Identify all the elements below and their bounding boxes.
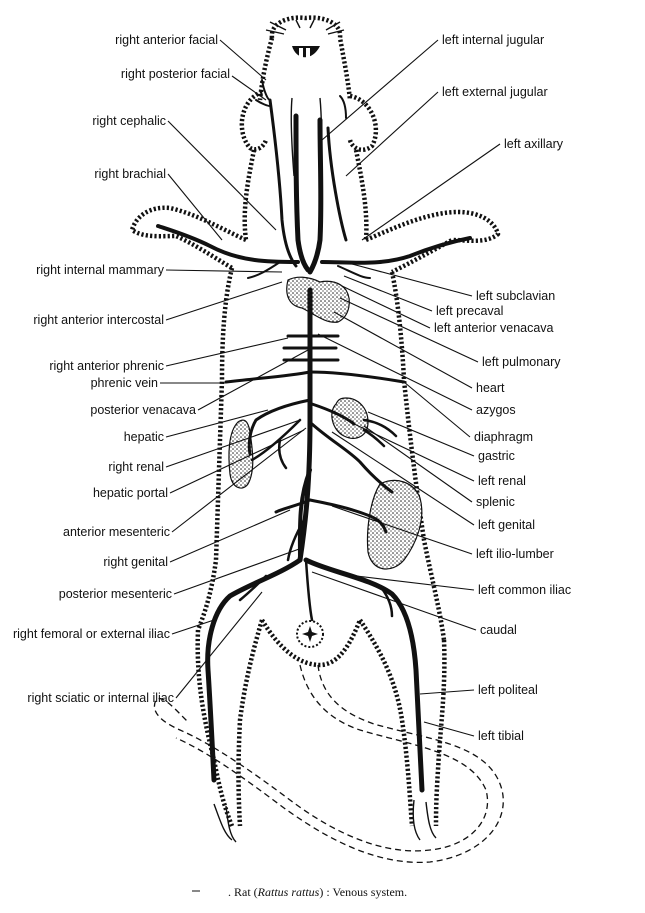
label-gastric: gastric bbox=[478, 449, 515, 463]
leader-right-anterior-intercostal bbox=[165, 281, 283, 321]
label-phrenic-vein: phrenic vein bbox=[91, 376, 158, 390]
label-left-axillary: left axillary bbox=[504, 137, 564, 151]
label-left-anterior-venacava: left anterior venacava bbox=[434, 321, 554, 335]
leader-right-brachial bbox=[167, 173, 223, 241]
leader-left-axillary bbox=[361, 143, 501, 241]
leader-lines bbox=[160, 39, 501, 737]
caption-suffix: ) : Venous system. bbox=[319, 885, 407, 899]
label-right-femoral: right femoral or external iliac bbox=[13, 627, 170, 641]
label-heart: heart bbox=[476, 381, 505, 395]
leader-left-anterior-venacava bbox=[341, 285, 431, 329]
spleen-organ bbox=[366, 479, 423, 570]
label-azygos: azygos bbox=[476, 403, 516, 417]
stomach-organ bbox=[331, 397, 369, 439]
leader-splenic bbox=[363, 425, 473, 503]
label-left-ilio-lumber: left ilio-lumber bbox=[476, 547, 554, 561]
label-right-brachial: right brachial bbox=[94, 167, 166, 181]
label-right-anterior-facial: right anterior facial bbox=[115, 33, 218, 47]
label-caudal: caudal bbox=[480, 623, 517, 637]
label-left-external-jugular: left external jugular bbox=[442, 85, 548, 99]
label-posterior-venacava: posterior venacava bbox=[90, 403, 196, 417]
leader-hepatic bbox=[165, 409, 269, 438]
leader-left-external-jugular bbox=[345, 91, 439, 177]
leader-left-internal-jugular bbox=[321, 39, 439, 141]
leader-posterior-mesenteric bbox=[173, 547, 303, 595]
leader-left-genital bbox=[331, 431, 475, 526]
caption-prefix: . Rat ( bbox=[228, 885, 258, 899]
veins bbox=[156, 79, 472, 793]
tail bbox=[153, 664, 504, 864]
leader-right-renal bbox=[165, 419, 301, 468]
label-left-internal-jugular: left internal jugular bbox=[442, 33, 544, 47]
label-diaphragm: diaphragm bbox=[474, 430, 533, 444]
label-left-genital: left genital bbox=[478, 518, 535, 532]
leader-left-precaval bbox=[343, 275, 433, 312]
label-right-anterior-phrenic: right anterior phrenic bbox=[49, 359, 164, 373]
leader-posterior-venacava bbox=[197, 349, 309, 411]
leader-gastric bbox=[367, 411, 475, 457]
leader-azygos bbox=[317, 333, 473, 411]
label-left-renal: left renal bbox=[478, 474, 526, 488]
label-right-genital: right genital bbox=[103, 555, 168, 569]
leader-right-anterior-phrenic bbox=[165, 337, 289, 367]
label-left-tibial: left tibial bbox=[478, 729, 524, 743]
label-anterior-mesenteric: anterior mesenteric bbox=[63, 525, 170, 539]
label-left-pulmonary: left pulmonary bbox=[482, 355, 561, 369]
label-right-posterior-facial: right posterior facial bbox=[121, 67, 230, 81]
heart-organ bbox=[286, 276, 350, 323]
leader-left-politeal bbox=[419, 689, 475, 695]
label-hepatic-portal: hepatic portal bbox=[93, 486, 168, 500]
leader-right-sciatic bbox=[175, 591, 263, 699]
label-right-internal-mammary: right internal mammary bbox=[36, 263, 165, 277]
label-splenic: splenic bbox=[476, 495, 515, 509]
leader-hepatic-portal bbox=[169, 429, 305, 494]
label-hepatic: hepatic bbox=[124, 430, 164, 444]
leader-right-cephalic bbox=[167, 120, 277, 231]
label-right-renal: right renal bbox=[108, 460, 164, 474]
label-left-politeal: left politeal bbox=[478, 683, 538, 697]
leader-heart bbox=[333, 311, 473, 389]
leader-right-posterior-facial bbox=[231, 75, 267, 101]
leader-left-pulmonary bbox=[339, 297, 479, 363]
leader-left-tibial bbox=[423, 721, 475, 737]
leader-left-subclavian bbox=[351, 263, 473, 297]
leader-right-anterior-facial bbox=[219, 39, 267, 81]
snout bbox=[265, 19, 345, 177]
organs bbox=[228, 276, 423, 570]
leader-caudal bbox=[311, 571, 477, 631]
leader-anterior-mesenteric bbox=[171, 427, 307, 533]
leader-diaphragm bbox=[403, 381, 471, 438]
label-left-common-iliac: left common iliac bbox=[478, 583, 571, 597]
leader-right-genital bbox=[169, 509, 291, 563]
leader-left-renal bbox=[349, 421, 475, 482]
leader-right-internal-mammary bbox=[165, 269, 283, 273]
label-right-cephalic: right cephalic bbox=[92, 114, 166, 128]
leader-left-ilio-lumber bbox=[331, 505, 473, 555]
label-left-subclavian: left subclavian bbox=[476, 289, 555, 303]
label-right-sciatic: right sciatic or internal iliac bbox=[27, 691, 174, 705]
leader-left-common-iliac bbox=[339, 573, 475, 591]
body-outline bbox=[129, 15, 501, 843]
label-left-precaval: left precaval bbox=[436, 304, 503, 318]
figure-caption: . Rat (Rattus rattus) : Venous system. bbox=[228, 885, 407, 899]
labels-left: right anterior facial right posterior fa… bbox=[13, 33, 230, 705]
labels-right: left internal jugular left external jugu… bbox=[434, 33, 571, 743]
label-right-anterior-intercostal: right anterior intercostal bbox=[33, 313, 164, 327]
label-posterior-mesenteric: posterior mesenteric bbox=[59, 587, 172, 601]
leader-right-femoral bbox=[171, 619, 215, 635]
caption-species: Rattus rattus bbox=[257, 885, 320, 899]
left-kidney-organ bbox=[228, 419, 254, 489]
